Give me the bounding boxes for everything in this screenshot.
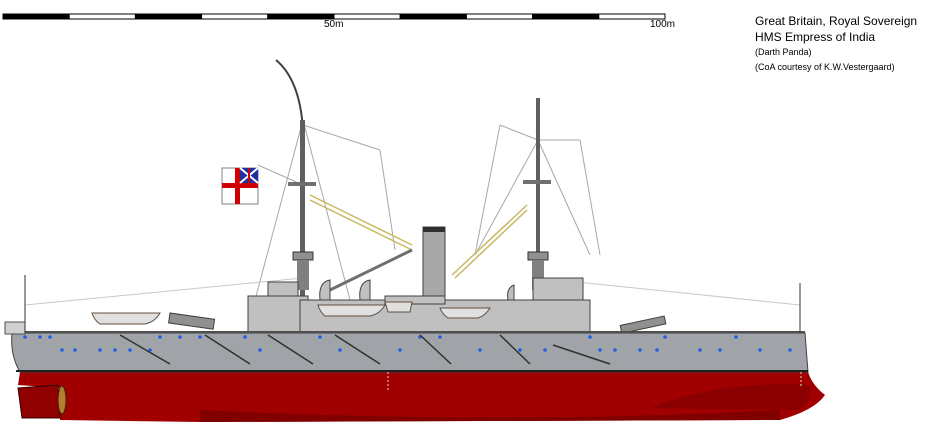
scale-segment bbox=[532, 13, 600, 20]
porthole bbox=[258, 348, 262, 352]
porthole bbox=[543, 348, 547, 352]
white-ensign-flag bbox=[221, 167, 259, 205]
porthole bbox=[655, 348, 659, 352]
porthole bbox=[698, 348, 702, 352]
porthole bbox=[438, 335, 442, 339]
porthole bbox=[598, 348, 602, 352]
net-boom bbox=[499, 334, 531, 365]
porthole bbox=[788, 348, 792, 352]
scale-bar bbox=[2, 13, 666, 20]
boat-derrick bbox=[329, 248, 413, 292]
porthole bbox=[243, 335, 247, 339]
scale-segment bbox=[399, 13, 467, 20]
porthole bbox=[478, 348, 482, 352]
porthole bbox=[734, 335, 738, 339]
net-boom bbox=[419, 334, 452, 365]
porthole bbox=[128, 348, 132, 352]
porthole bbox=[398, 348, 402, 352]
porthole bbox=[588, 335, 592, 339]
caption-nation-class: Great Britain, Royal Sovereign bbox=[755, 14, 918, 28]
net-boom bbox=[204, 334, 251, 365]
scale-segment bbox=[465, 13, 534, 20]
porthole bbox=[338, 348, 342, 352]
porthole bbox=[158, 335, 162, 339]
porthole bbox=[318, 335, 322, 339]
porthole bbox=[178, 335, 182, 339]
net-boom bbox=[267, 334, 314, 365]
scale-segment bbox=[201, 13, 269, 20]
porthole bbox=[198, 335, 202, 339]
porthole bbox=[613, 348, 617, 352]
net-boom bbox=[334, 334, 381, 365]
scale-segment bbox=[598, 13, 666, 20]
derrick-rigging bbox=[309, 194, 528, 279]
fore-mast bbox=[275, 59, 316, 335]
scale-label-100m: 100m bbox=[650, 19, 676, 30]
scale-segment bbox=[2, 13, 70, 20]
torpedo-net-booms bbox=[119, 334, 611, 365]
main-guns bbox=[168, 312, 667, 334]
caption-ship-name: HMS Empress of India bbox=[755, 30, 876, 44]
funnel bbox=[422, 226, 446, 303]
porthole bbox=[23, 335, 27, 339]
porthole bbox=[638, 348, 642, 352]
porthole bbox=[663, 335, 667, 339]
porthole bbox=[113, 348, 117, 352]
porthole bbox=[518, 348, 522, 352]
caption-author: (Darth Panda) bbox=[755, 47, 812, 57]
scale-label-50m: 50m bbox=[324, 19, 344, 30]
scale-segment bbox=[134, 13, 203, 20]
porthole bbox=[60, 348, 64, 352]
porthole bbox=[718, 348, 722, 352]
porthole bbox=[758, 348, 762, 352]
scale-segment bbox=[68, 13, 136, 20]
net-boom bbox=[552, 344, 611, 365]
porthole bbox=[148, 348, 152, 352]
net-boom bbox=[119, 334, 171, 365]
porthole bbox=[48, 335, 52, 339]
porthole bbox=[73, 348, 77, 352]
porthole bbox=[38, 335, 42, 339]
scale-segment bbox=[333, 13, 401, 20]
portholes bbox=[23, 335, 792, 352]
rigging bbox=[24, 119, 801, 306]
ship-boats bbox=[91, 301, 491, 325]
porthole bbox=[98, 348, 102, 352]
hull bbox=[4, 275, 825, 422]
caption-credit: (CoA courtesy of K.W.Vestergaard) bbox=[755, 62, 895, 72]
